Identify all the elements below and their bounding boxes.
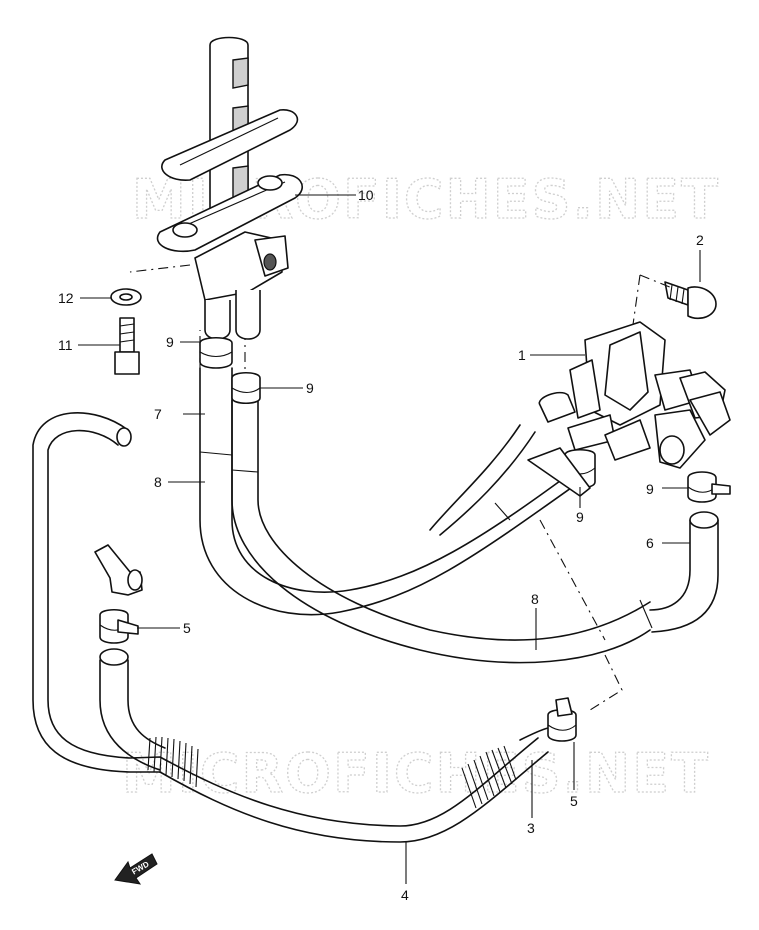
callout-11: 11 (58, 337, 73, 353)
callout-9-d: 9 (576, 509, 584, 525)
callout-8-a: 8 (154, 474, 162, 490)
callout-10: 10 (358, 187, 374, 203)
clamp-9-a (199, 336, 233, 369)
fwd-arrow: FWD (114, 853, 158, 885)
t-joint (94, 544, 143, 596)
bolt-2 (664, 281, 717, 320)
callout-5-a: 5 (183, 620, 191, 636)
clamp-5-left (99, 608, 139, 644)
clamp-9-c (527, 447, 596, 497)
callout-9-a: 9 (166, 334, 174, 350)
callout-4: 4 (401, 887, 409, 903)
valve-1 (538, 321, 731, 469)
washer-12 (110, 288, 142, 306)
callout-1: 1 (518, 347, 526, 363)
thin-hose (429, 424, 536, 536)
bolt-11 (114, 317, 140, 375)
callout-5-b: 5 (570, 793, 578, 809)
clamp-9-b (231, 371, 261, 405)
hose-3 (99, 648, 549, 771)
callout-6: 6 (646, 535, 654, 551)
fuel-cock (156, 36, 303, 340)
hose-6 (649, 511, 719, 633)
callout-12: 12 (58, 290, 74, 306)
hose-7-8 (199, 367, 653, 664)
callout-9-c: 9 (646, 481, 654, 497)
callout-7: 7 (154, 406, 162, 422)
watermark-bottom: MICROFICHES.NET (122, 742, 710, 805)
callout-8-b: 8 (531, 591, 539, 607)
callout-3: 3 (527, 820, 535, 836)
clamp-9-d (687, 471, 731, 503)
callout-9-b: 9 (306, 380, 314, 396)
hose-4 (32, 412, 549, 843)
callout-2: 2 (696, 232, 704, 248)
clamp-5-right (547, 697, 577, 742)
